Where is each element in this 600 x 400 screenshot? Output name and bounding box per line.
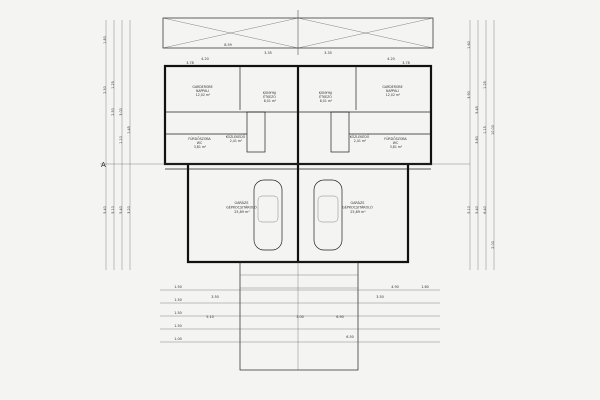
dim-right-7: 5.40 [475,206,479,214]
dim-left-1: 2.50 [103,86,107,94]
dims-left: 1.80 2.50 1.25 2.50 3.00 1.10 1.45 5.40 5.10 5.40… [103,36,131,214]
dim-bottom-2: 1.50 [174,311,182,315]
room-top-right-area: 12,02 m² [386,93,401,97]
room-mid-right-use: ÉTKEZŐ [319,94,332,99]
room-mid-left-use: ÉTKEZŐ [263,94,276,99]
garage-right-name: GARÁZS [350,200,364,205]
room-mid-left-name: KONYHA [263,91,277,95]
svg-text:KÖZLEKEDŐ 2,41 m²: KÖZLEKEDŐ 2,41 m² [226,134,246,143]
room-small-left-use: WC [197,141,203,145]
room-small-left2-area: 2,41 m² [230,139,243,143]
dim-top-3: 4.20 [201,57,209,61]
dim-bottom-8: 5.10 [206,315,214,319]
dim-bottom-7: 6.50 [346,335,354,339]
dim-right-0: 1.60 [467,41,471,49]
dim-right-1: 3.90 [467,91,471,99]
roof-outline [162,10,434,55]
dim-left-2: 1.25 [111,81,115,89]
dim-bottom-11: 4.90 [391,285,399,289]
svg-text:KONYHA ÉTKEZŐ 8,01 m²: KONYHA ÉTKEZŐ 8,01 m² [263,91,277,103]
dim-right-4: 1.25 [483,81,487,89]
room-small-right-area: 3,81 m² [390,145,403,149]
dim-bottom-5: 3.50 [211,295,219,299]
stair-right [330,111,350,153]
svg-text:GARDEROBE NAPPALI 12,0: GARDEROBE NAPPALI 12,02 m² [192,85,213,97]
dim-left-6: 1.45 [127,126,131,134]
room-top-right-name: GARDEROBE [382,85,402,89]
room-small-right2-area: 2,41 m² [354,139,367,143]
house-walls [163,64,433,166]
room-small-right-name: FÜRDŐSZOBA [384,136,407,141]
room-mid-left-area: 8,01 m² [264,99,277,103]
dim-left-3: 2.50 [111,108,115,116]
room-mid-right-area: 8,01 m² [320,99,333,103]
dim-right-2: 5.45 [475,106,479,114]
dim-left-0: 1.80 [103,36,107,44]
svg-text:FÜRDŐSZOBA WC 3,81 m²: FÜRDŐSZOBA WC 3,81 m² [188,136,211,149]
grid-lines [100,20,495,343]
car-right-icon [313,179,343,251]
axis-mark: A [101,161,106,169]
dim-bottom-4: 1.00 [174,337,182,341]
room-small-left-name: FÜRDŐSZOBA [188,136,211,141]
room-mid-right-name: KONYHA [319,91,333,95]
dims-bottom: 1.50 1.50 1.50 1.50 1.00 3.50 3.50 6.50 5.10 3.00… [174,285,429,341]
svg-text:KÖZLEKEDŐ 2,41 m²: KÖZLEKEDŐ 2,41 m² [350,134,370,143]
dim-left-5: 1.10 [119,136,123,144]
dim-top-2: 3.35 [324,51,332,55]
dim-top-5: 3.78 [186,61,194,65]
dim-top-4: 4.20 [387,57,395,61]
garage-left-area: 25,89 m² [234,210,250,214]
dim-top-1: 3.35 [264,51,272,55]
dim-left-9: 5.40 [119,206,123,214]
dims-right: 1.60 3.90 5.45 3.80 1.25 1.15 5.10 5.40 6.40 10.0… [467,41,495,249]
dim-right-5: 1.15 [483,126,487,134]
dim-left-10: 3.20 [127,206,131,214]
svg-text:KONYHA ÉTKEZŐ 8,01 m²: KONYHA ÉTKEZŐ 8,01 m² [319,91,333,103]
garage-right-area: 25,89 m² [350,210,366,214]
room-small-right2-name: KÖZLEKEDŐ [350,134,370,139]
room-small-left-area: 3,81 m² [194,145,207,149]
room-top-right-use: NAPPALI [386,89,399,93]
svg-text:FÜRDŐSZOBA WC 3,81 m²: FÜRDŐSZOBA WC 3,81 m² [384,136,407,149]
room-top-left-name: GARDEROBE [192,85,212,89]
dim-right-6: 5.10 [467,206,471,214]
dim-bottom-9: 3.00 [296,315,304,319]
dim-bottom-12: 1.60 [421,285,429,289]
room-small-right-use: WC [393,141,399,145]
dim-bottom-1: 1.50 [174,298,182,302]
dim-left-4: 3.00 [119,108,123,116]
dim-top-0: 8.59 [224,43,232,47]
dim-top-6: 3.78 [402,61,410,65]
stair-left [246,111,266,153]
dim-bottom-0: 1.50 [174,285,182,289]
dim-bottom-10: 6.90 [336,315,344,319]
dim-right-8: 6.40 [483,206,487,214]
dims-top: 8.59 3.35 3.35 4.20 4.20 3.78 3.78 [186,43,410,65]
dim-left-7: 5.40 [103,206,107,214]
dim-right-3: 3.80 [475,136,479,144]
dim-right-9: 10.00 [491,125,495,135]
garage-left-use: GÉPKOCSITÁROLÓ [226,205,257,210]
room-top-left-use: NAPPALI [196,89,209,93]
svg-text:GARÁZS GÉPKOCSITÁROLÓ: GARÁZS GÉPKOCSITÁROLÓ 25,89 m² [226,200,258,214]
dim-left-8: 5.10 [111,206,115,214]
svg-text:GARÁZS GÉPKOCSITÁROLÓ: GARÁZS GÉPKOCSITÁROLÓ 25,89 m² [342,200,374,214]
room-top-left-area: 12,02 m² [196,93,211,97]
garage-left-name: GARÁZS [234,200,248,205]
svg-text:GARDEROBE NAPPALI 12,0: GARDEROBE NAPPALI 12,02 m² [382,85,403,97]
dim-right-10: 2.00 [491,241,495,249]
car-left-icon [253,179,283,251]
room-small-left2-name: KÖZLEKEDŐ [226,134,246,139]
dim-bottom-3: 1.50 [174,324,182,328]
dim-bottom-6: 3.50 [376,295,384,299]
garage-right-use: GÉPKOCSITÁROLÓ [342,205,373,210]
